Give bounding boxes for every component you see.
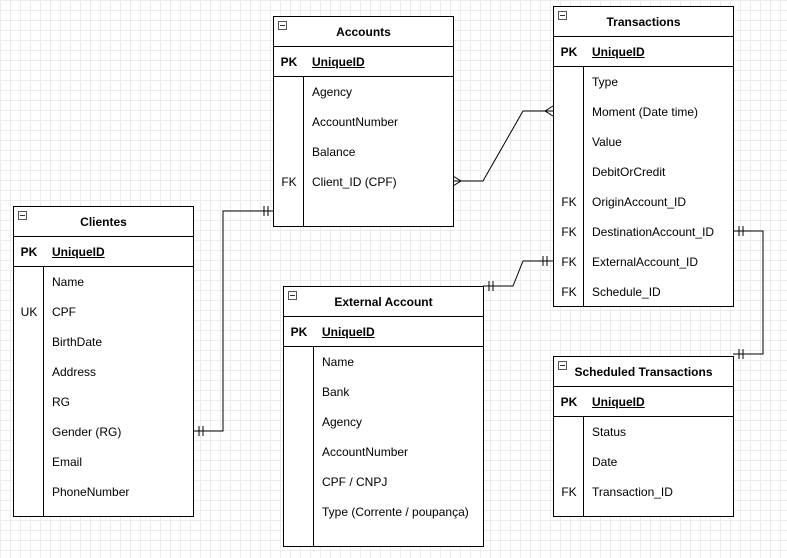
- attribute: RG: [52, 395, 70, 409]
- key-column: [284, 347, 314, 546]
- attribute: Email: [52, 455, 83, 469]
- collapse-icon[interactable]: [558, 11, 567, 20]
- attribute: Date: [592, 455, 618, 469]
- entity-header: Clientes: [14, 207, 193, 237]
- primary-key-row: PK UniqueID: [284, 317, 483, 347]
- attribute: Address: [52, 365, 97, 379]
- entity-clientes[interactable]: Clientes PK UniqueID Name UK CPF BirthDa…: [13, 206, 194, 517]
- entity-title: External Account: [334, 294, 433, 309]
- key-column: [554, 67, 584, 306]
- pk-label: PK: [280, 55, 298, 69]
- pk-label: PK: [560, 395, 578, 409]
- entity-title: Accounts: [336, 24, 391, 39]
- attribute: Agency: [312, 85, 353, 99]
- attribute: ExternalAccount_ID: [592, 255, 699, 269]
- attribute: Client_ID (CPF): [312, 175, 397, 189]
- fk-label: FK: [281, 175, 297, 189]
- entity-header: Scheduled Transactions: [554, 357, 733, 387]
- attribute: Moment (Date time): [592, 105, 699, 119]
- attribute: PhoneNumber: [52, 485, 130, 499]
- attribute: CPF / CNPJ: [322, 475, 388, 489]
- fk-label: FK: [561, 195, 577, 209]
- entity-scheduled-transactions[interactable]: Scheduled Transactions PK UniqueID Statu…: [553, 356, 734, 517]
- uk-label: UK: [20, 305, 38, 319]
- entity-transactions[interactable]: Transactions PK UniqueID Type Moment (Da…: [553, 6, 734, 307]
- connector-transactions-scheduled: [733, 230, 764, 355]
- attribute: Gender (RG): [52, 425, 122, 439]
- fk-label: FK: [561, 255, 577, 269]
- key-column: [554, 417, 584, 516]
- primary-key-row: PK UniqueID: [554, 387, 733, 417]
- pk-name: UniqueID: [322, 325, 375, 339]
- entity-title: Clientes: [80, 214, 127, 229]
- attribute: Name: [322, 355, 355, 369]
- attribute: Status: [592, 425, 627, 439]
- attribute: DebitOrCredit: [592, 165, 666, 179]
- key-column: [14, 267, 44, 516]
- collapse-icon[interactable]: [278, 21, 287, 30]
- fk-label: FK: [561, 225, 577, 239]
- entity-title: Scheduled Transactions: [574, 364, 713, 379]
- attribute: AccountNumber: [322, 445, 409, 459]
- attribute: AccountNumber: [312, 115, 399, 129]
- primary-key-row: PK UniqueID: [274, 47, 453, 77]
- entity-accounts[interactable]: Accounts PK UniqueID Agency AccountNumbe…: [273, 16, 454, 227]
- collapse-icon[interactable]: [18, 211, 27, 220]
- pk-label: PK: [290, 325, 308, 339]
- connector-clientes-accounts: [193, 210, 273, 432]
- attribute: Name: [52, 275, 85, 289]
- attribute: Type (Corrente / poupança): [322, 505, 469, 519]
- pk-name: UniqueID: [52, 245, 105, 259]
- collapse-icon[interactable]: [288, 291, 297, 300]
- attribute: Balance: [312, 145, 356, 159]
- entity-header: Transactions: [554, 7, 733, 37]
- attribute: CPF: [52, 305, 76, 319]
- primary-key-row: PK UniqueID: [14, 237, 193, 267]
- entity-title: Transactions: [606, 14, 681, 29]
- primary-key-row: PK UniqueID: [554, 37, 733, 67]
- attribute: Transaction_ID: [592, 485, 673, 499]
- connector-accounts-transactions: [453, 110, 553, 182]
- fk-label: FK: [561, 285, 577, 299]
- attribute: OriginAccount_ID: [592, 195, 687, 209]
- pk-name: UniqueID: [592, 395, 645, 409]
- pk-name: UniqueID: [592, 45, 645, 59]
- attribute: Type: [592, 75, 619, 89]
- entity-header: Accounts: [274, 17, 453, 47]
- pk-label: PK: [20, 245, 38, 259]
- attribute: Bank: [322, 385, 350, 399]
- pk-label: PK: [560, 45, 578, 59]
- key-column: [274, 77, 304, 226]
- fk-label: FK: [561, 485, 577, 499]
- entity-header: External Account: [284, 287, 483, 317]
- connector-external-transactions: [483, 260, 553, 287]
- attribute: Agency: [322, 415, 363, 429]
- pk-name: UniqueID: [312, 55, 365, 69]
- entity-external-account[interactable]: External Account PK UniqueID Name Bank A…: [283, 286, 484, 547]
- attribute: Schedule_ID: [592, 285, 661, 299]
- attribute: Value: [592, 135, 622, 149]
- collapse-icon[interactable]: [558, 361, 567, 370]
- attribute: BirthDate: [52, 335, 103, 349]
- attribute: DestinationAccount_ID: [592, 225, 715, 239]
